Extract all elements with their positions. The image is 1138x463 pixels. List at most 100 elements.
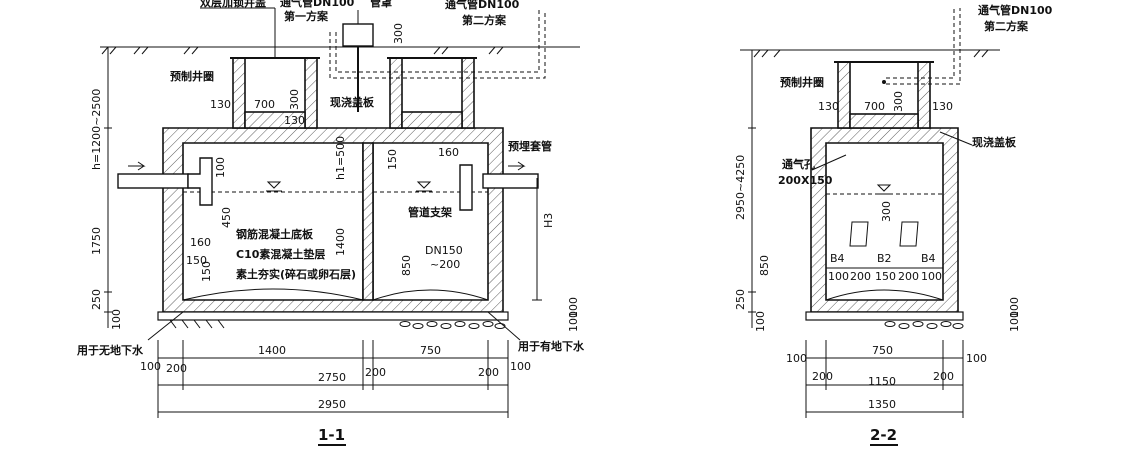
base-hump-left [182,288,364,301]
section-2-2: 通气管DN100 第二方案 预制井圈 现浇盖板 通气孔 200X150 2950… [734,3,1053,446]
label-cover: 双层加锁井盖 [200,0,266,9]
dim-300top: 300 [392,23,405,44]
cast-slab-right [401,111,463,129]
gravel-layer-2 [884,321,964,329]
dim-b100r: 100 [510,360,531,373]
label-vent-hole-size: 200X150 [778,174,833,187]
dim-850: 850 [400,255,413,276]
dim-2-s150: 150 [875,270,896,283]
dim-2-h: 2950~4250 [734,155,747,220]
label-cast-slab-2: 现浇盖板 [972,135,1017,149]
dim-h: h=1200~2500 [90,89,103,170]
label-dn: DN150 [425,244,463,257]
water-level-right [416,181,432,192]
shaft-2-wall-1 [837,61,851,129]
label-dn-sub: ~200 [430,258,460,271]
dim-2-B2: B2 [877,252,892,265]
shaft-left-wall-1 [232,57,246,129]
base-hump-2 [825,289,944,301]
vent-pipe-2-dashed [886,8,961,85]
dim-2-250: 250 [734,289,747,310]
gravel-layer [399,321,506,329]
section-title-1-1: 1-1 [318,426,345,444]
dim-2-700: 700 [864,100,885,113]
label-vent-right-sub: 第二方案 [462,13,507,27]
label-precast-ring-2: 预制井圈 [780,75,824,89]
shaft-right-wall-1 [389,57,403,129]
outlet-pipe [482,173,539,189]
base-note-1: 钢筋混凝土底板 [236,227,314,241]
base-hump-right [372,289,489,301]
dim-130b: 130 [284,114,305,127]
dim-2-850: 850 [758,255,771,276]
dim-b2750: 2750 [318,371,346,384]
dim-2-s200b: 200 [898,270,919,283]
label-no-groundwater: 用于无地下水 [77,343,144,357]
dim-2-b1350: 1350 [868,398,896,411]
label-support: 管道支架 [408,205,452,219]
label-groundwater: 用于有地下水 [518,339,585,353]
dim-100v: 100 [214,157,227,178]
outlet-tee [459,164,473,211]
dim-b750: 750 [420,344,441,357]
label-vent-2-sub: 第二方案 [984,19,1029,33]
label-vent-right: 通气管DN100 [445,0,520,11]
label-pipe-cap: 管罩 [370,0,392,9]
dim-2-130b: 130 [932,100,953,113]
section-1-1: 双层加锁井盖 通气管DN100 第一方案 管罩 通气管DN100 第二方案 预制… [77,0,585,446]
dim-b200r: 200 [478,366,499,379]
dim-150c: 150 [386,149,399,170]
dim-100r: 100 [567,311,580,332]
c10-cushion-2 [805,311,964,321]
dim-h1: h1=500 [334,136,347,180]
dim-2-b750: 750 [872,344,893,357]
dim-100r2: 100 [567,297,580,318]
soil-hatch [169,319,225,329]
dim-130a: 130 [210,98,231,111]
dim-700: 700 [254,98,275,111]
dim-2-r100b: 100 [1008,297,1021,318]
dim-100: 100 [110,309,123,330]
outlet-arrow [508,161,526,171]
ground-hatch-2 [753,49,989,58]
dim-2-b1150: 1150 [868,375,896,388]
dim-b200l: 200 [166,362,187,375]
dim-b100l: 100 [140,360,161,373]
dim-2-300a: 300 [892,91,905,112]
section-title-2-2: 2-2 [870,426,897,444]
ground-hatch [101,46,504,55]
dim-250: 250 [90,289,103,310]
label-vent-top: 通气管DN100 [280,0,355,9]
dim-2-b200r: 200 [933,370,954,383]
dim-1750: 1750 [90,227,103,255]
dim-160a: 160 [190,236,211,249]
pipe-cap [342,23,374,47]
water-level-left [266,181,282,192]
label-vent-2: 通气管DN100 [978,3,1053,17]
vent-hole-left [849,221,869,247]
shaft-right-wall-2 [461,57,475,129]
dim-150a: 150 [186,254,207,267]
inlet-arrow [128,161,146,171]
label-sleeve: 预埋套管 [508,139,552,153]
dim-b2950: 2950 [318,398,346,411]
label-cast-slab: 现浇盖板 [330,95,375,109]
dim-2-B4a: B4 [830,252,845,265]
dim-2-130a: 130 [818,100,839,113]
vent-hole-right [899,221,919,247]
dim-b1400: 1400 [258,344,286,357]
dim-2-300b: 300 [880,201,893,222]
label-vent-hole: 通气孔 [782,157,815,171]
dim-160b: 160 [438,146,459,159]
label-vent-top-sub: 第一方案 [284,9,329,23]
partition-wall [362,142,374,301]
dim-450: 450 [220,207,233,228]
vent-pipe-dashed [329,10,546,79]
dim-h3: H3 [542,213,555,228]
dim-2-B4b: B4 [921,252,936,265]
dim-2-100: 100 [754,311,767,332]
label-precast-ring: 预制井圈 [170,69,214,83]
shaft-left-wall-2 [304,57,318,129]
dim-300: 300 [288,89,301,110]
